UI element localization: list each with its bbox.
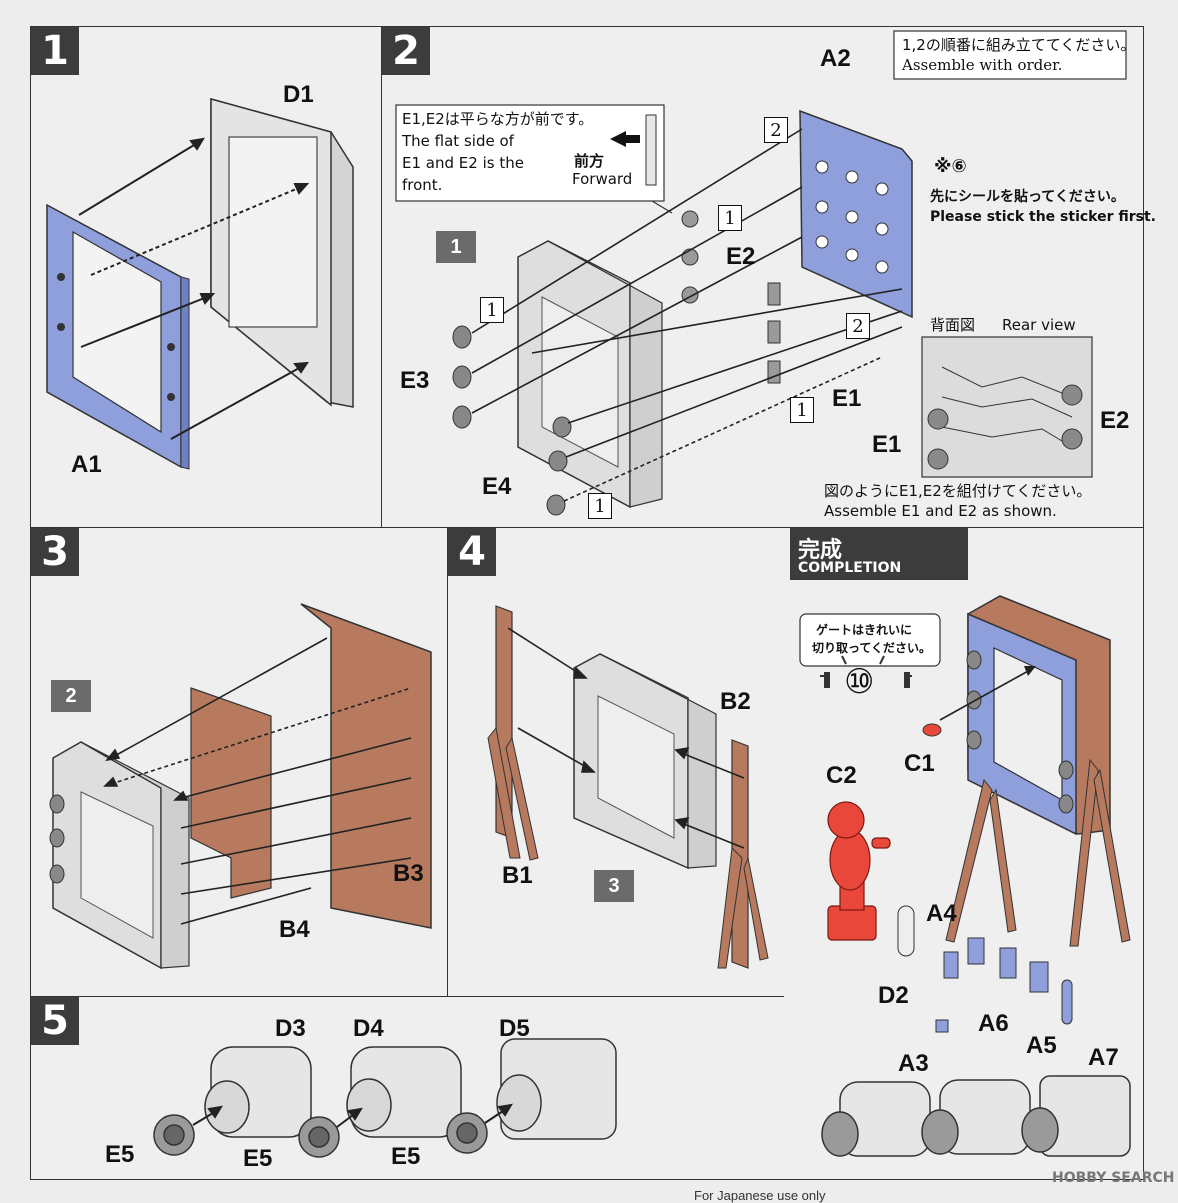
step-number: 5 — [31, 997, 79, 1045]
subassembly-ref: 3 — [594, 870, 634, 902]
rear-view-jp: 背面図 — [930, 316, 976, 334]
sticker-note-jp: 先にシールを貼ってください。 — [930, 189, 1125, 205]
label-e5: E5 — [105, 1141, 135, 1168]
forward-jp: 前方 — [574, 152, 605, 170]
label-e2-rear: E2 — [1100, 407, 1130, 434]
sticker-ref: ※⑥ — [934, 156, 967, 177]
step-number: 3 — [31, 528, 79, 576]
order-mark: 1 — [480, 297, 504, 323]
flat-note-en-1: The flat side of — [402, 132, 514, 150]
label-e4: E4 — [482, 473, 512, 500]
label-e3: E3 — [400, 367, 430, 394]
step-number: 1 — [31, 27, 79, 75]
step-5-diagram — [153, 1038, 617, 1158]
gate-ref: ⑩ — [844, 662, 875, 702]
assemble-note-jp: 図のようにE1,E2を組付けてください。 — [824, 482, 1092, 500]
step-number: 2 — [382, 27, 430, 75]
label-b4: B4 — [279, 916, 310, 943]
forward-en: Forward — [572, 170, 633, 188]
flat-note-en-2: E1 and E2 is the — [402, 154, 524, 172]
gate-note-line2: 切り取ってください。 — [812, 641, 932, 655]
completion-title-jp: 完成 — [798, 538, 843, 563]
label-d4: D4 — [353, 1015, 384, 1042]
gate-note-line1: ゲートはきれいに — [816, 623, 913, 637]
step-1-diagram — [46, 98, 354, 470]
step-3-panel: 3 2 B3 B4 — [30, 527, 448, 997]
label-c1: C1 — [904, 750, 935, 777]
step-2-panel: 2 — [381, 26, 1156, 528]
label-a7: A7 — [1088, 1044, 1119, 1071]
order-mark: 1 — [790, 397, 814, 423]
watermark: HOBBY SEARCH — [1052, 1170, 1175, 1186]
label-e2: E2 — [726, 243, 756, 270]
label-a3: A3 — [898, 1050, 929, 1077]
order-mark: 1 — [718, 205, 742, 231]
step-number: 4 — [448, 528, 496, 576]
label-e5: E5 — [391, 1143, 421, 1170]
label-a5: A5 — [1026, 1032, 1057, 1059]
completion-title-en: COMPLETION — [798, 560, 902, 576]
rear-view-en: Rear view — [1002, 316, 1076, 334]
label-d2: D2 — [878, 982, 909, 1009]
label-e1: E1 — [832, 385, 862, 412]
label-d3: D3 — [275, 1015, 306, 1042]
order-note-en: Assemble with order. — [902, 56, 1063, 74]
step-3-diagram — [49, 603, 432, 970]
order-mark: 2 — [764, 117, 788, 143]
subassembly-ref: 2 — [51, 680, 91, 712]
label-a4: A4 — [926, 900, 957, 927]
flat-note-en-3: front. — [402, 176, 443, 194]
label-b3: B3 — [393, 860, 424, 887]
footer-note: For Japanese use only — [694, 1188, 826, 1203]
label-a1: A1 — [71, 451, 102, 478]
step-5-panel: 5 D3 D4 D5 E5 E5 E5 — [30, 996, 785, 1180]
label-e5: E5 — [243, 1145, 273, 1172]
subassembly-ref: 1 — [436, 231, 476, 263]
step-2-diagram — [395, 30, 1127, 516]
step-4-diagram — [487, 605, 769, 969]
flat-note-jp: E1,E2は平らな方が前です。 — [402, 110, 594, 128]
completion-header: 完成 COMPLETION — [790, 528, 968, 580]
label-e1-rear: E1 — [872, 431, 902, 458]
label-a2: A2 — [820, 45, 851, 72]
order-mark: 2 — [846, 313, 870, 339]
order-mark: 1 — [588, 493, 612, 519]
order-note-jp: 1,2の順番に組み立ててください。 — [902, 36, 1136, 54]
step-1-panel: 1 D1 A1 — [30, 26, 382, 528]
label-b2: B2 — [720, 688, 751, 715]
label-c2: C2 — [826, 762, 857, 789]
label-d5: D5 — [499, 1015, 530, 1042]
step-4-panel: 4 3 B1 B2 — [447, 527, 785, 997]
label-b1: B1 — [502, 862, 533, 889]
label-a6: A6 — [978, 1010, 1009, 1037]
sticker-note-en: Please stick the sticker first. — [930, 209, 1156, 225]
label-d1: D1 — [283, 81, 314, 108]
assemble-note-en: Assemble E1 and E2 as shown. — [824, 502, 1057, 520]
